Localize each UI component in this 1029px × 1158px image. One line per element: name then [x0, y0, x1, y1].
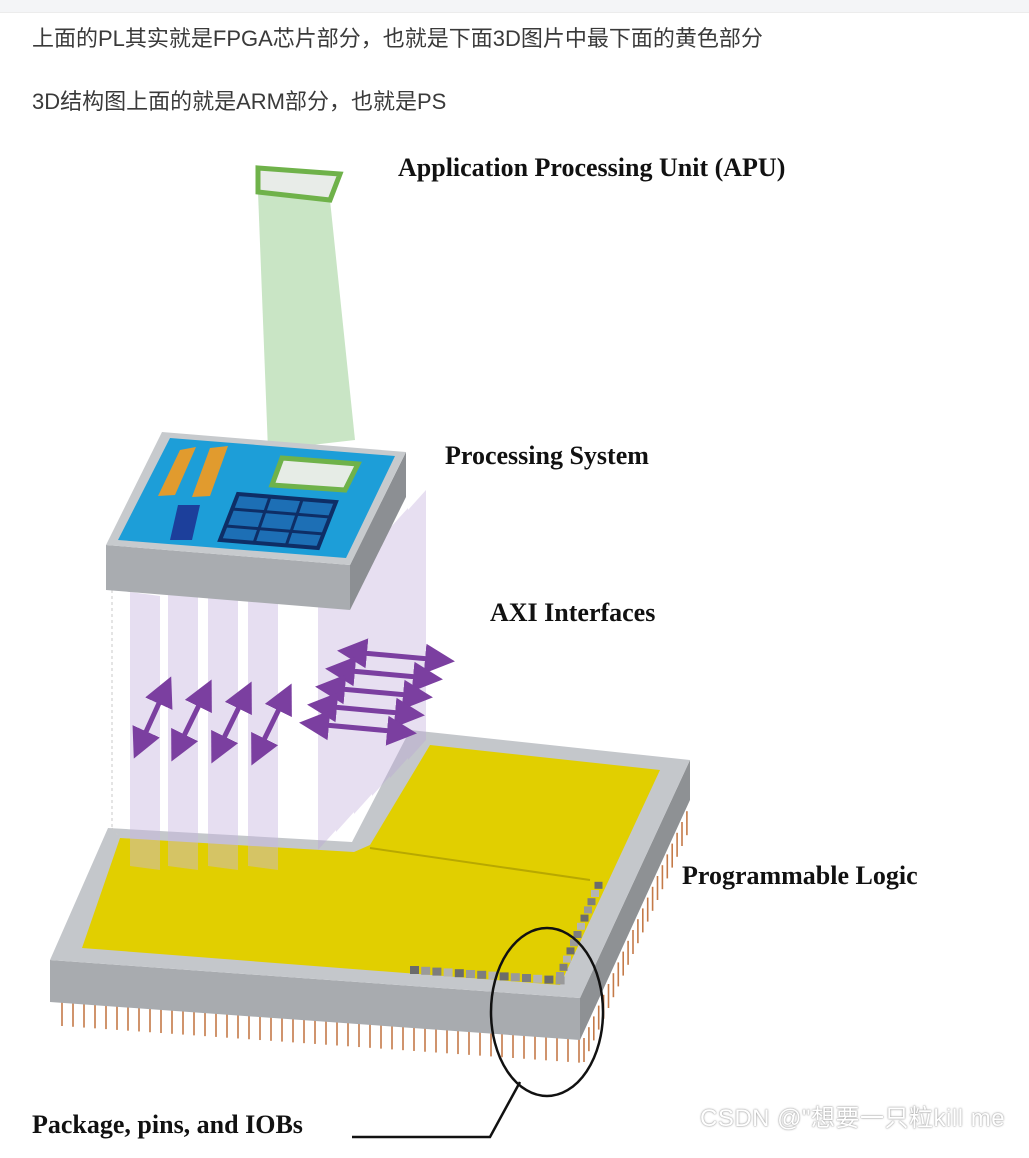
csdn-watermark: CSDN @"想要一只粒kill me: [700, 1105, 1006, 1132]
iob-square: [584, 906, 592, 914]
ps-apu-socket: [268, 455, 362, 493]
page-top-strip: [0, 0, 1029, 13]
ps-navy-chip: [170, 505, 200, 540]
iob-square: [454, 969, 464, 978]
iob-square: [488, 971, 498, 980]
processing-system-block: [106, 432, 406, 610]
axi-arrow: [171, 679, 212, 762]
package-leader-line: [352, 1081, 522, 1139]
axi-panel-stacked: [372, 526, 390, 796]
label-package-pins-iobs: Package, pins, and IOBs: [32, 1110, 303, 1139]
iob-square: [466, 970, 475, 978]
iob-square: [477, 970, 487, 979]
axi-panel-stacked: [408, 490, 426, 760]
label-apu: Application Processing Unit (APU): [398, 153, 785, 182]
iob-square: [555, 976, 565, 985]
iob-square: [573, 931, 582, 938]
iob-square: [410, 966, 419, 974]
axi-arrow: [211, 681, 252, 764]
axi-arrow: [132, 676, 173, 759]
iob-square: [510, 973, 520, 982]
axi-arrow: [251, 683, 292, 766]
iob-square: [533, 974, 543, 983]
label-processing-system: Processing System: [445, 441, 649, 470]
iob-square: [594, 881, 603, 889]
iob-square: [556, 972, 564, 979]
axi-panel-stacked: [318, 580, 336, 850]
iob-square: [544, 975, 554, 984]
axi-panel-stacked: [390, 508, 408, 778]
ps-base-front: [106, 545, 350, 610]
iob-square: [570, 939, 578, 947]
apu-beam: [258, 192, 355, 450]
article-paragraph: 3D结构图上面的就是ARM部分，也就是PS: [32, 89, 447, 114]
wireframe-edges: [111, 560, 121, 839]
label-axi-interfaces: AXI Interfaces: [490, 598, 655, 627]
axi-arrows: [132, 638, 455, 766]
iob-square: [587, 898, 596, 906]
iob-square: [522, 974, 531, 982]
ps-orange-chip-1: [158, 447, 196, 496]
pl-fabric-edge: [369, 847, 591, 881]
iob-squares: [410, 881, 603, 985]
axi-arrow: [299, 710, 417, 746]
iob-square: [563, 955, 571, 963]
pl-fabric-yellow: [82, 745, 660, 985]
ps-base-right: [350, 452, 406, 610]
iob-square: [421, 966, 431, 975]
apu-chip: [255, 165, 344, 203]
ps-orange-chip-2: [192, 446, 228, 497]
iob-square: [580, 914, 589, 922]
iob-square: [577, 922, 585, 930]
axi-panel-vertical: [168, 592, 198, 870]
pl-base-right: [580, 760, 690, 1040]
axi-panel-vertical: [208, 592, 238, 870]
iob-square: [499, 972, 509, 981]
programmable-logic-block: [50, 730, 690, 1139]
iob-square: [591, 890, 599, 897]
apu-block: [255, 165, 355, 450]
iob-square: [566, 947, 575, 955]
iob-square: [432, 967, 442, 976]
pl-base-front: [50, 960, 580, 1040]
iob-square: [443, 968, 453, 977]
iob-square: [559, 963, 568, 971]
package-highlight-circle: [489, 926, 605, 1098]
ps-grid-block: [217, 491, 339, 551]
label-programmable-logic: Programmable Logic: [682, 861, 918, 890]
axi-panel-vertical: [248, 592, 278, 870]
article-paragraph: 上面的PL其实就是FPGA芯片部分，也就是下面3D图片中最下面的黄色部分: [32, 26, 763, 51]
